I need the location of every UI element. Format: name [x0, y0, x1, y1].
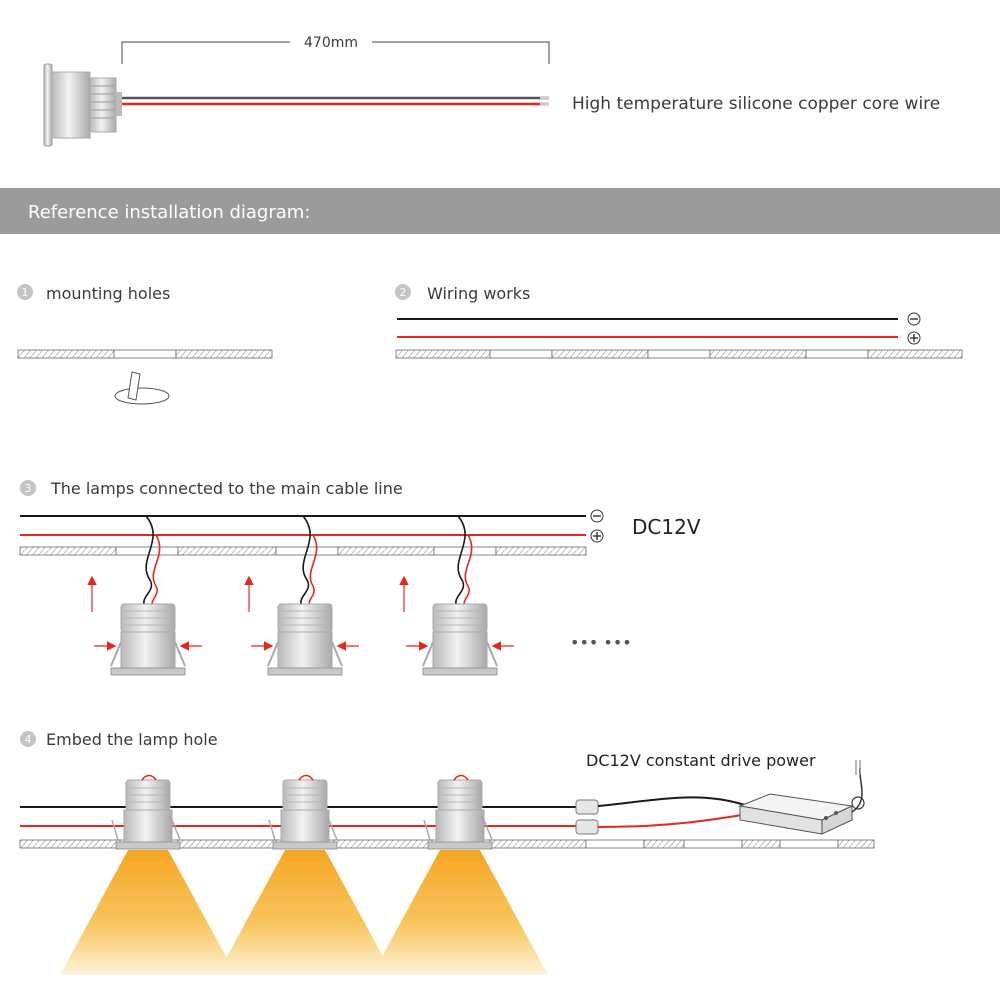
- voltage-label: DC12V: [632, 515, 701, 539]
- minus-terminal-icon: [590, 509, 604, 523]
- minus-terminal-icon: [907, 312, 921, 326]
- step-label: Wiring works: [427, 284, 530, 303]
- lamp-lead-wires: [300, 515, 318, 605]
- product-wire-illustration: 470mm High temperature silicone copper c…: [43, 35, 940, 147]
- step-number: 2: [400, 286, 407, 299]
- lamp-icon: [110, 603, 186, 676]
- step-number-badge: [17, 284, 33, 300]
- step-number: 1: [22, 286, 29, 299]
- step-number-badge: [20, 480, 36, 496]
- step-label: mounting holes: [46, 284, 170, 303]
- step-4-embed-lamp-hole: 4 Embed the lamp hole DC12V constant dri…: [19, 730, 875, 975]
- hole-saw-icon: [114, 371, 170, 405]
- embedded-lamp-icon: [414, 774, 493, 850]
- plus-terminal-icon: [907, 331, 921, 345]
- embedded-lamp-icon: [259, 774, 338, 850]
- plus-terminal-icon: [590, 529, 604, 543]
- step-number: 3: [25, 482, 32, 495]
- wire-label: High temperature silicone copper core wi…: [572, 94, 940, 114]
- driver-power-supply-icon: [738, 760, 865, 835]
- step-1-mounting-holes: 1 mounting holes: [17, 284, 273, 405]
- lamp-icon: [267, 603, 343, 676]
- more-lamps-ellipsis: ••• •••: [570, 633, 632, 652]
- embedded-lamp-icon: [102, 774, 181, 850]
- step-3-lamps-connected: 3 The lamps connected to the main cable …: [19, 479, 701, 676]
- section-banner: [0, 188, 1000, 234]
- step-label: Embed the lamp hole: [46, 730, 218, 749]
- length-label: 470mm: [304, 35, 358, 51]
- lamp-lead-wires: [143, 515, 161, 605]
- lamp-icon: [422, 603, 498, 676]
- wire-connector-icon: [575, 799, 599, 835]
- lamp-side-view-icon: [43, 63, 122, 147]
- banner-title: Reference installation diagram:: [28, 202, 310, 223]
- light-beam: [372, 850, 548, 975]
- lamp-lead-wires: [455, 515, 473, 605]
- step-number-badge: [20, 731, 36, 747]
- step-number-badge: [395, 284, 411, 300]
- driver-label: DC12V constant drive power: [586, 751, 816, 770]
- step-number: 4: [25, 733, 32, 746]
- light-beam: [217, 850, 393, 975]
- step-label: The lamps connected to the main cable li…: [50, 479, 403, 498]
- light-beam: [60, 850, 236, 975]
- step-2-wiring-works: 2 Wiring works: [395, 284, 963, 359]
